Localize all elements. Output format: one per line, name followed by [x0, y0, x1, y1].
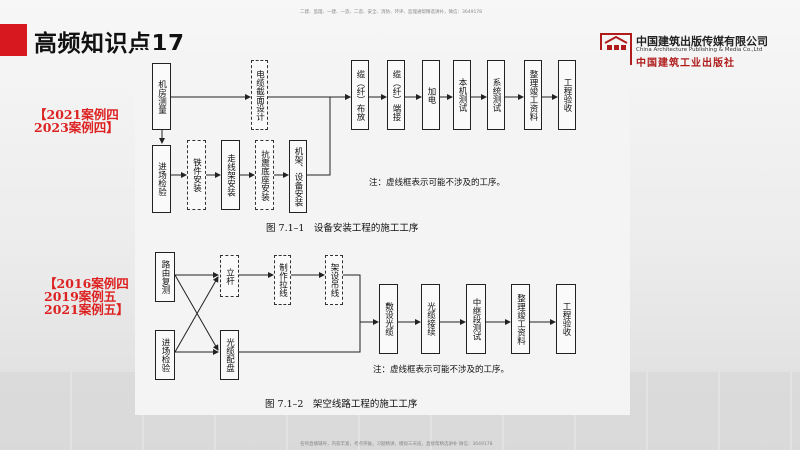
step-completion-docs-2: 整理竣工资料: [511, 284, 530, 354]
step-rack-equipment-install: 机架、设备安装: [289, 140, 307, 213]
step-relay-section-test: 中继段测试: [466, 284, 486, 354]
step-power-on: 加电: [422, 60, 440, 130]
case-reference-line: 2019案例五: [44, 289, 117, 304]
step-guy-wire: 制作拉线: [274, 255, 291, 305]
case-reference-1: 【2021案例四 2023案例四】: [34, 108, 119, 134]
step-cable-splicing: 光缆接续: [421, 284, 440, 354]
step-incoming-inspection-2: 进场检验: [155, 330, 175, 380]
step-ironware-install: 铁件安装: [187, 140, 206, 210]
watermark-top: 二建、监理、一建、一造、二造、安全、消防、环评、监理通帮精选讲补，微信：3649…: [300, 10, 483, 15]
step-pole-erection: 立杆: [220, 255, 239, 297]
publisher-sub-name: 中国建筑工业出版社: [636, 58, 735, 69]
diagram1-note: 注：虚线框表示可能不涉及的工序。: [369, 178, 506, 188]
step-suspension-wire: 架设吊线: [325, 255, 343, 305]
step-system-test: 系统测试: [487, 60, 505, 130]
step-acceptance: 工程验收: [558, 60, 576, 130]
watermark-bottom: 名师直播辅导，内容丰富，考点突破，习题精讲，模拟三天班，直接帮精选讲补 微信：3…: [300, 442, 493, 447]
case-reference-2: 【2016案例四 2019案例五 2021案例五】: [44, 277, 129, 316]
step-lay-optical-cable: 敷设光缆: [379, 284, 398, 354]
step-unit-test: 本机测试: [453, 60, 471, 130]
step-seismic-base-install: 抗震底座安装: [255, 140, 274, 210]
publisher-name-cn: 中国建筑出版传媒有限公司: [636, 35, 768, 48]
publisher-name-en: China Architecture Publishing & Media Co…: [636, 47, 763, 53]
step-cable-termination: 缆（纤）端接: [387, 60, 405, 130]
step-completion-docs: 整理竣工资料: [524, 60, 542, 130]
step-cable-rack-install: 走线架安装: [221, 140, 240, 210]
step-cable-section-design: 电缆截面设计: [251, 60, 268, 130]
title-accent-bar: [0, 24, 27, 56]
step-acceptance-2: 工程验收: [556, 284, 576, 354]
step-incoming-inspection: 进场检验: [152, 145, 171, 213]
case-reference-line: 2023案例四】: [34, 120, 119, 135]
case-reference-line: 【2021案例四: [34, 107, 119, 122]
step-room-survey: 机房测量: [152, 63, 171, 130]
step-cable-laying: 缆（纤）布放: [351, 60, 369, 130]
diagram2-note: 注：虚线框表示可能不涉及的工序。: [373, 365, 510, 375]
step-route-resurvey: 路由复测: [155, 252, 175, 302]
diagram2-caption: 图 7.1–2 架空线路工程的施工工序: [265, 399, 418, 410]
diagram1-caption: 图 7.1–1 设备安装工程的施工工序: [266, 223, 419, 234]
case-reference-line: 2021案例五】: [44, 302, 129, 317]
case-reference-line: 【2016案例四: [44, 276, 129, 291]
step-cable-distribution: 光缆配盘: [220, 330, 239, 380]
